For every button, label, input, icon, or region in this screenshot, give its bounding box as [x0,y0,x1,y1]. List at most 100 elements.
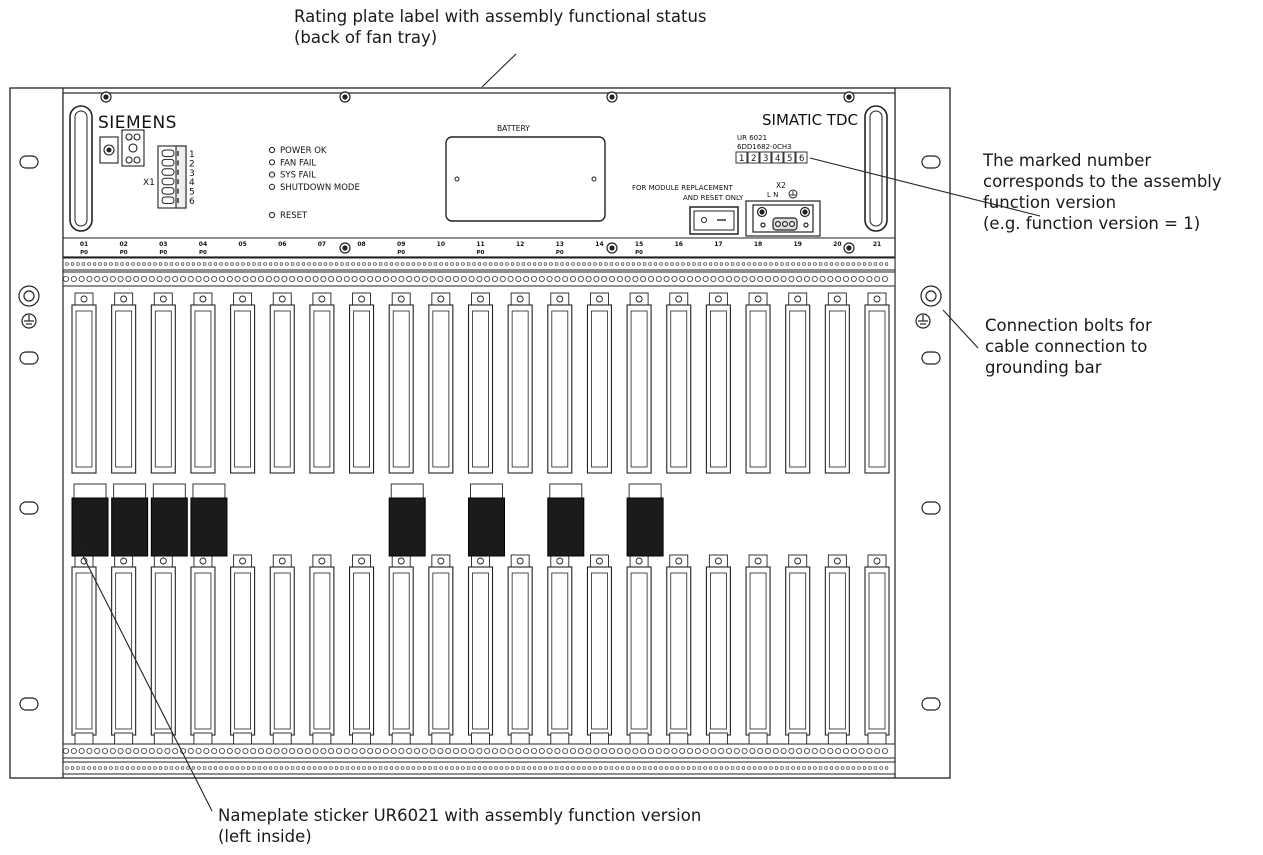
guide-screw [374,748,381,755]
guide-screw [429,748,436,755]
left-handle-inner [74,110,88,227]
rail-hole [345,262,350,266]
rail-hole [219,766,223,770]
rail-hole [153,766,157,770]
rail-hole [598,766,603,770]
version-number: 4 [775,154,780,164]
middle-connector-pins [547,497,585,557]
guide-screw [94,748,101,755]
x1-pin-number: 3 [189,169,195,179]
battery-screw-left [454,176,460,182]
guide-screw [296,748,303,755]
rail-hole [719,262,724,266]
guide-screw [179,275,186,282]
lower-connector-slot [392,572,410,730]
latch-screw [199,295,207,303]
middle-connector-latch [152,483,186,499]
rail-hole [329,766,333,770]
reset-button[interactable] [268,211,276,219]
guide-screw [640,748,647,755]
slot-connector [111,292,149,745]
guide-screw [335,748,342,755]
rail-hole [136,262,141,266]
guide-screw [710,748,717,755]
rail-hole [268,766,273,770]
rail-hole [587,262,592,266]
guide-screw [765,748,772,755]
rail-hole [703,262,707,266]
marked-number-callout-line1: The marked number [983,151,1152,170]
guide-screw [398,275,405,282]
rail-hole [879,262,883,266]
rail-hole [334,766,339,770]
guide-screw [858,275,865,282]
guide-screw [570,748,577,755]
rail-hole [389,766,394,770]
rail-hole [692,766,696,770]
guide-screw [616,748,623,755]
guide-screw [460,275,467,282]
rail-hole [620,766,625,770]
rail-hole [246,766,251,770]
rail-hole [466,766,471,770]
rail-hole [279,262,284,266]
rail-hole [675,766,680,770]
upper-connector-slot [472,310,489,468]
rail-hole [76,766,80,770]
x2-pin-labels: L N [767,191,778,199]
guide-screw [140,748,147,755]
lower-connector-slot [630,572,648,730]
battery-cover[interactable] [445,136,606,222]
rail-hole [323,262,328,266]
slot-sub-label: P0 [556,250,564,256]
rail-hole [862,766,867,770]
rating-model: UR 6021 [737,134,767,142]
rail-hole [252,766,256,770]
middle-connector-latch [192,483,226,499]
right-handle[interactable] [864,105,888,232]
latch-screw [833,557,841,565]
rail-hole [340,766,344,770]
rail-hole [400,262,405,266]
latch-screw [318,295,326,303]
rating-plate-callout: Rating plate label with assembly functio… [294,6,707,48]
guide-screw [351,748,358,755]
guide-screw [211,748,218,755]
slot-number: 21 [873,241,881,248]
latch-screw [239,295,247,303]
guide-screw [195,275,202,282]
rail-hole [257,262,262,266]
rail-hole [532,766,537,770]
rail-hole [103,766,108,770]
x2-power-connector[interactable] [745,200,821,237]
guide-screw [710,275,717,282]
rail-hole [213,262,218,266]
guide-screw [648,275,655,282]
guide-screw [468,748,475,755]
rail-hole [494,262,498,266]
middle-connector-latch [470,483,503,499]
rail-hole [164,262,168,266]
upper-connector-slot [75,310,93,468]
mounting-slots [19,155,941,711]
rail-hole [510,766,515,770]
latch-screw [477,295,484,303]
rail-hole [598,262,603,266]
guide-screw [320,275,327,282]
left-handle[interactable] [69,105,93,232]
guide-screw [538,748,545,755]
slot-number: 01 [80,241,88,248]
callout-leaders [74,53,1041,812]
x1-pin-number: 4 [189,178,195,188]
slot-connector [785,292,811,745]
slot-number: 18 [754,241,762,248]
rail-hole [98,766,102,770]
nameplate-callout: Nameplate sticker UR6021 with assembly f… [218,805,701,847]
rail-hole [576,262,581,266]
nameplate-callout-line2: (left inside) [218,827,312,846]
middle-connector-pins [150,497,188,557]
lower-connector-slot [313,572,331,730]
nameplate-callout-line1: Nameplate sticker UR6021 with assembly f… [218,806,702,825]
